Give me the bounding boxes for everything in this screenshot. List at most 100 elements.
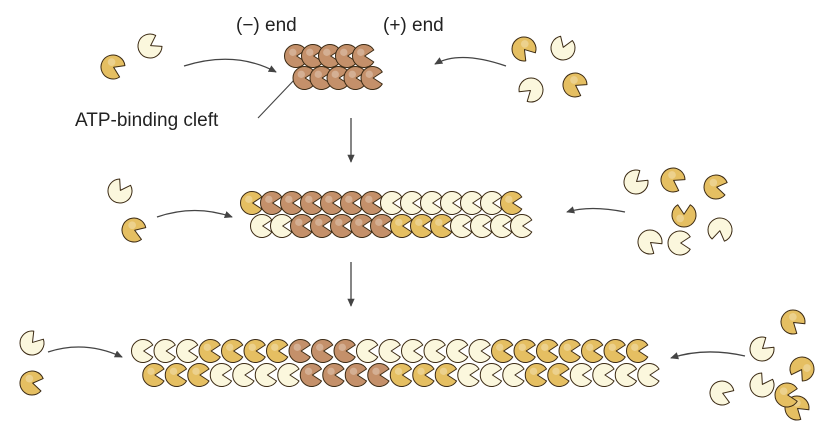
filament-2-subunit-top-7-brown bbox=[359, 191, 383, 215]
filament-2-subunit-bottom-5-brown bbox=[329, 214, 353, 238]
free-subunit-stage1-left-1-gold bbox=[100, 54, 126, 80]
filament-1-subunit-top-4-brown bbox=[334, 44, 358, 68]
filament-1-subunit-bottom-2-brown bbox=[309, 66, 332, 90]
free-subunit-stage3-left-1-pale bbox=[19, 330, 45, 356]
filament-1-subunit-top-2-brown bbox=[300, 44, 324, 68]
filament-3-subunit-top-21-gold bbox=[580, 339, 604, 363]
arrow-stage1-left-to-minus-end bbox=[183, 58, 277, 73]
filament-2-subunit-top-10-pale bbox=[419, 191, 443, 215]
free-subunit-stage1-right-1-gold bbox=[511, 36, 537, 62]
filament-3-subunit-bottom-16-pale bbox=[479, 363, 503, 387]
filament-3-subunit-bottom-1-gold bbox=[142, 363, 165, 387]
filament-2-subunit-bottom-3-brown bbox=[289, 214, 313, 238]
filament-2-subunit-top-14-gold bbox=[499, 191, 523, 215]
arrow-stage1-right-to-plus-end bbox=[434, 56, 507, 67]
filament-3-subunit-bottom-18-gold bbox=[524, 363, 548, 387]
filament-2-subunit-top-1-gold bbox=[239, 191, 263, 215]
free-subunit-stage2-right-1-pale bbox=[623, 169, 649, 195]
filament-2-subunit-top-5-brown bbox=[319, 191, 343, 215]
minus-end-label: (−) end bbox=[236, 15, 297, 36]
filament-3-subunit-bottom-20-pale bbox=[569, 363, 593, 387]
filament-3-subunit-top-1-pale bbox=[130, 339, 154, 363]
filament-3-subunit-top-8-brown bbox=[288, 339, 311, 363]
filament-3-subunit-top-11-pale bbox=[355, 339, 379, 363]
filament-3-subunit-top-18-gold bbox=[513, 339, 536, 363]
filament-1-subunit-top-5-brown bbox=[351, 44, 375, 68]
filament-3-subunit-bottom-12-gold bbox=[389, 363, 413, 387]
filament-2-subunit-bottom-11-pale bbox=[449, 214, 473, 238]
filament-2-subunit-top-4-brown bbox=[299, 191, 323, 215]
filament-3-subunit-bottom-10-brown bbox=[344, 363, 368, 387]
filament-3-subunit-bottom-17-pale bbox=[502, 363, 525, 387]
filament-2-subunit-bottom-9-gold bbox=[409, 214, 433, 238]
filament-3-subunit-top-17-gold bbox=[490, 339, 514, 363]
filament-1-subunit-bottom-4-brown bbox=[343, 66, 366, 90]
filament-3-subunit-bottom-4-pale bbox=[209, 363, 233, 387]
filament-3-subunit-top-20-gold bbox=[558, 339, 581, 363]
filament-3-subunit-bottom-6-pale bbox=[254, 363, 278, 387]
filament-2-subunit-top-6-brown bbox=[339, 191, 363, 215]
filament-3-subunit-top-23-gold bbox=[625, 339, 649, 363]
free-subunit-stage1-right-3-pale bbox=[518, 77, 544, 103]
filament-2-subunit-top-8-pale bbox=[379, 191, 403, 215]
free-subunit-stage2-right-7-pale bbox=[667, 230, 691, 256]
arrow-stage2-right-to-plus-end bbox=[566, 206, 626, 214]
filament-3-subunit-bottom-23-pale bbox=[637, 363, 660, 387]
filament-3-subunit-bottom-2-gold bbox=[164, 363, 188, 387]
filament-1-subunit-top-1-brown bbox=[283, 44, 307, 68]
cleft-pointer-line bbox=[257, 77, 297, 119]
filament-2-subunit-bottom-7-brown bbox=[369, 214, 393, 238]
free-subunit-stage2-left-2-gold bbox=[121, 217, 147, 243]
free-subunit-stage3-right-7-gold bbox=[774, 382, 798, 408]
filament-3-subunit-top-13-pale bbox=[400, 339, 424, 363]
filament-2-subunit-bottom-13-pale bbox=[489, 214, 513, 238]
filament-3-subunit-bottom-7-pale bbox=[277, 363, 300, 387]
filament-2-subunit-bottom-1-pale bbox=[249, 214, 273, 238]
filament-3-subunit-bottom-8-brown bbox=[299, 363, 323, 387]
filament-3-subunit-top-19-gold bbox=[535, 339, 559, 363]
filament-3-subunit-top-22-gold bbox=[603, 339, 626, 363]
filament-2-subunit-bottom-2-pale bbox=[269, 214, 293, 238]
free-subunit-stage3-right-1-gold bbox=[780, 309, 806, 335]
free-subunit-stage2-left-1-pale bbox=[107, 178, 133, 204]
filament-1-subunit-top-3-brown bbox=[317, 44, 341, 68]
filament-3-subunit-top-6-gold bbox=[243, 339, 266, 363]
filament-3-subunit-top-5-gold bbox=[220, 339, 244, 363]
filament-2-subunit-top-9-pale bbox=[399, 191, 423, 215]
filament-2-subunit-top-3-brown bbox=[279, 191, 303, 215]
free-subunit-stage1-left-2-pale bbox=[137, 33, 163, 59]
filament-1-subunit-bottom-5-brown bbox=[360, 66, 383, 90]
filament-1-subunit-bottom-1-brown bbox=[292, 66, 315, 90]
subunit-layer bbox=[19, 33, 815, 421]
filament-3-subunit-top-4-gold bbox=[198, 339, 221, 363]
free-subunit-stage3-right-3-gold bbox=[789, 356, 815, 382]
arrow-stage2-left-to-minus-end bbox=[156, 209, 233, 219]
filament-3-subunit-bottom-21-pale bbox=[592, 363, 615, 387]
filament-2-subunit-bottom-4-brown bbox=[309, 214, 333, 238]
filament-3-subunit-top-9-brown bbox=[310, 339, 334, 363]
filament-3-subunit-bottom-14-gold bbox=[434, 363, 458, 387]
free-subunit-stage3-right-2-pale bbox=[749, 336, 775, 362]
plus-end-label: (+) end bbox=[383, 15, 444, 36]
filament-3-subunit-bottom-11-brown bbox=[367, 363, 390, 387]
filament-3-subunit-top-2-pale bbox=[153, 339, 176, 363]
free-subunit-stage2-right-5-gold bbox=[671, 204, 697, 228]
filament-1-subunit-bottom-3-brown bbox=[326, 66, 349, 90]
filament-3-subunit-top-12-pale bbox=[378, 339, 401, 363]
filament-3-subunit-top-7-gold bbox=[265, 339, 289, 363]
filament-3-subunit-bottom-13-gold bbox=[412, 363, 435, 387]
filament-3-subunit-bottom-9-brown bbox=[322, 363, 345, 387]
free-subunit-stage1-right-4-gold bbox=[562, 72, 588, 98]
filament-3-subunit-top-10-brown bbox=[333, 339, 356, 363]
filament-2-subunit-top-11-pale bbox=[439, 191, 463, 215]
filament-2-subunit-top-13-pale bbox=[479, 191, 503, 215]
free-subunit-stage3-right-4-pale bbox=[709, 380, 735, 406]
atp-binding-cleft-label: ATP-binding cleft bbox=[75, 110, 219, 131]
filament-3-subunit-bottom-19-gold bbox=[547, 363, 570, 387]
filament-2-subunit-bottom-8-gold bbox=[389, 214, 413, 238]
free-subunit-stage2-right-3-gold bbox=[703, 174, 728, 200]
free-subunit-stage3-right-5-pale bbox=[749, 372, 775, 398]
filament-2-subunit-bottom-6-brown bbox=[349, 214, 373, 238]
